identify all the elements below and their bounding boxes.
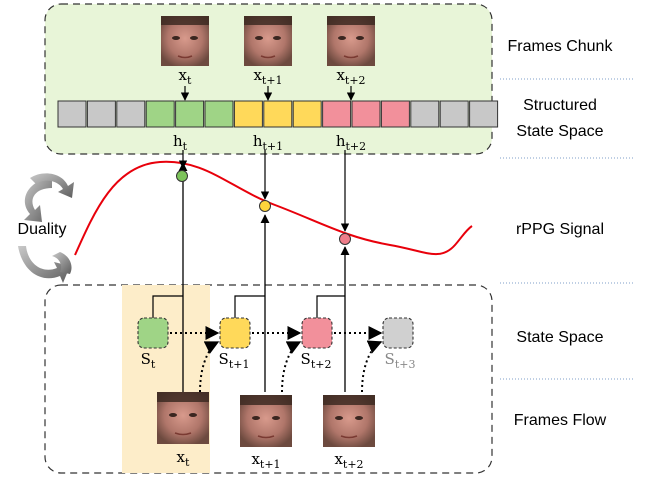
state-label-t: St <box>141 350 156 371</box>
flow-frame-label-t: xt <box>177 448 190 469</box>
state-cell <box>410 100 440 128</box>
state-cell <box>57 100 87 128</box>
state-cell <box>380 100 410 128</box>
hidden-label-t: ht <box>173 132 188 153</box>
state-box-t1 <box>219 317 251 349</box>
state-t1-output <box>234 295 265 318</box>
label-structured: Structured <box>523 97 597 114</box>
structured-state-cells <box>57 100 499 128</box>
state-t-output <box>152 295 183 318</box>
state-cell <box>351 100 381 128</box>
state-cell <box>145 100 175 128</box>
signal-point-t2 <box>339 233 351 245</box>
current-step-highlight <box>122 285 210 473</box>
duality-label: Duality <box>18 221 67 238</box>
state-box-t <box>137 317 169 349</box>
flow-frame-t1 <box>240 395 292 447</box>
frame-t-to-state-t1 <box>199 341 220 393</box>
flow-frame-label-t1: xt+1 <box>251 450 280 471</box>
hidden-label-t2: ht+2 <box>336 132 366 153</box>
state-label-t1: St+1 <box>219 350 250 371</box>
duality-cycle-icon <box>18 173 74 283</box>
chunk-frame-label-t2: xt+2 <box>336 66 365 87</box>
chunk-frame-t1 <box>244 16 292 66</box>
state-box-t2 <box>301 317 333 349</box>
frame-t1-to-state-t2 <box>281 341 302 393</box>
flow-frame-t2 <box>323 395 375 447</box>
signal-point-t <box>176 170 188 182</box>
label-frames-flow: Frames Flow <box>514 412 607 429</box>
signal-point-t1 <box>259 200 271 212</box>
label-frames-chunk: Frames Chunk <box>508 38 614 55</box>
label-state-space: State Space <box>516 329 603 346</box>
frame-t2-to-state-t3 <box>361 340 383 393</box>
state-cell <box>469 100 499 128</box>
chunk-frame-t2 <box>327 16 375 66</box>
state-t2-output <box>316 295 345 318</box>
flow-frame-label-t2: xt+2 <box>334 450 363 471</box>
state-label-t2: St+2 <box>301 350 332 371</box>
state-cell <box>116 100 146 128</box>
label-structured-state-space: State Space <box>516 123 603 140</box>
state-cell <box>439 100 469 128</box>
state-label-t3: St+3 <box>385 350 416 371</box>
state-cell <box>322 100 352 128</box>
rppg-signal-curve <box>74 160 473 256</box>
state-cell <box>233 100 263 128</box>
state-cell <box>175 100 205 128</box>
state-cell <box>292 100 322 128</box>
chunk-frame-t <box>161 16 209 66</box>
chunk-frame-label-t: xt <box>179 66 192 87</box>
state-box-t3 <box>382 317 414 349</box>
state-cell <box>86 100 116 128</box>
state-cell <box>263 100 293 128</box>
state-cell <box>204 100 234 128</box>
flow-frame-t <box>157 392 209 444</box>
chunk-frame-label-t1: xt+1 <box>253 66 282 87</box>
hidden-label-t1: ht+1 <box>253 132 283 153</box>
label-rppg-signal: rPPG Signal <box>516 221 604 238</box>
